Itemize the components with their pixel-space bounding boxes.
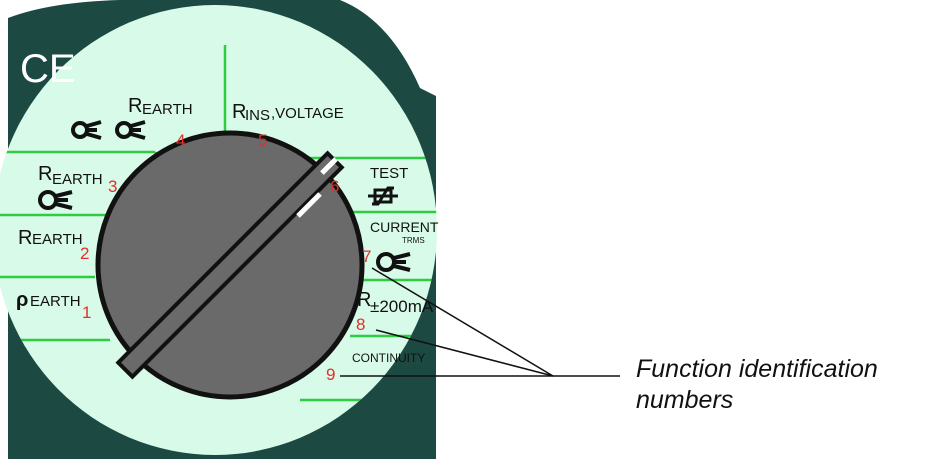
function-number-3: 3 [108,177,117,196]
function-number-2: 2 [80,244,89,263]
label-r2-earth: EARTH [32,231,83,248]
function-number-1: 1 [82,303,91,322]
callout-leader-lines [340,267,620,377]
function-number-5: 5 [258,131,267,150]
test-symbol-icon [368,186,398,206]
label-r2: R [18,227,32,249]
pointer-indicator [296,192,322,218]
label-r5-ins: INS [245,107,270,124]
label-r5: R [232,101,246,123]
function-number-9: 9 [326,365,335,384]
label-rho: ρ [16,289,28,311]
label-200ma: ±200mA [370,297,434,316]
double-clamp-icon [71,120,146,140]
callout-line-2: numbers [636,386,733,414]
label-r4-earth: EARTH [142,101,193,118]
ce-logo: CE [20,47,76,91]
label-r8: R [357,289,371,311]
label-r3-earth: EARTH [52,171,103,188]
knob-pointer [115,150,345,380]
label-r5-voltage: ,VOLTAGE [271,105,344,122]
label-current: CURRENT [370,219,439,235]
label-r4: R [128,95,142,117]
single-clamp-icon [38,190,73,210]
label-trms: TRMS [402,236,425,245]
function-number-8: 8 [356,315,365,334]
function-number-7: 7 [362,247,371,266]
label-rho-earth: EARTH [30,293,81,310]
function-number-4: 4 [176,131,185,150]
callout-line-1: Function identification [636,355,878,383]
clamp-icon [376,252,411,272]
label-r3: R [38,163,52,185]
function-number-6: 6 [330,177,339,196]
label-continuity: CONTINUITY [352,351,425,365]
label-test: TEST [370,165,408,182]
